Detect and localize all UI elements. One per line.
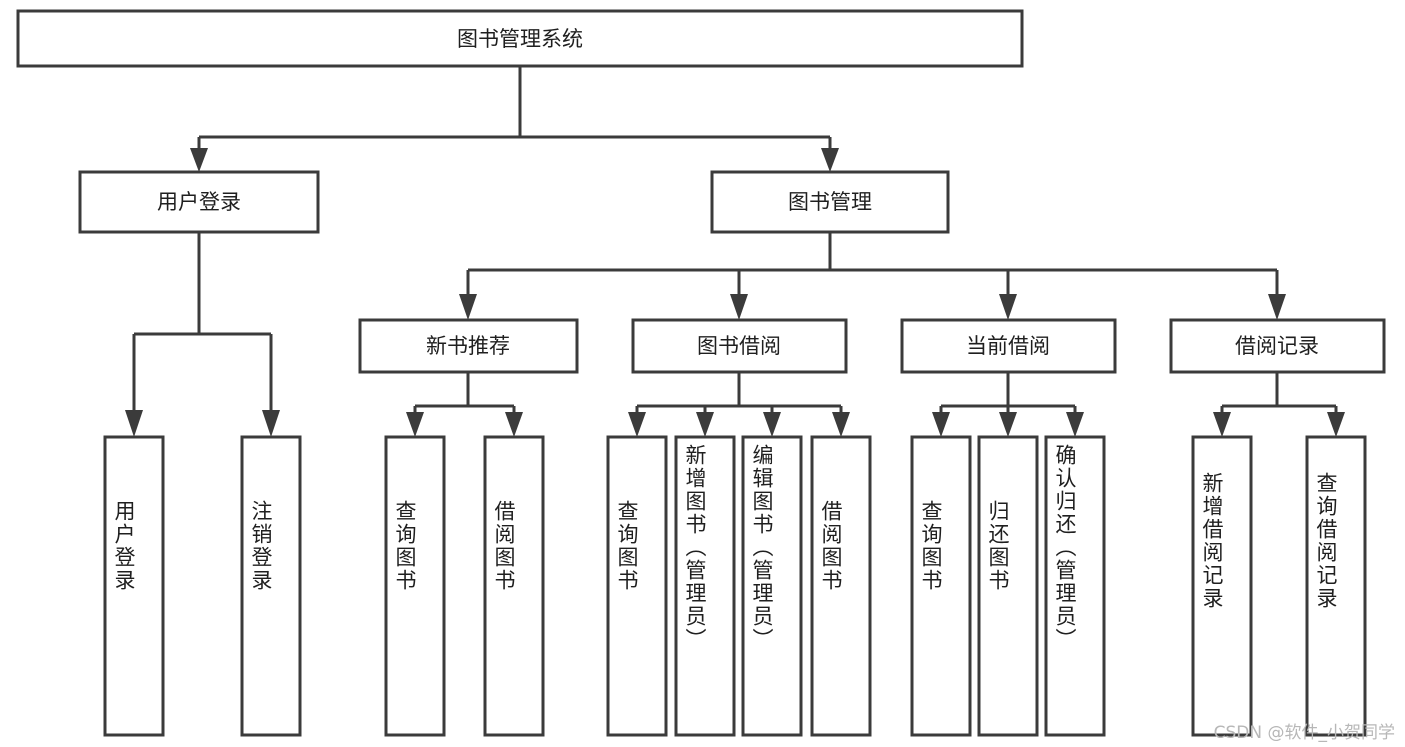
leaf-box-book-borrow-3[interactable] <box>741 435 803 737</box>
csdn-watermark: CSDN @软件_小贺同学 <box>1213 723 1395 743</box>
leaf-box-current-borrow-3[interactable] <box>1044 435 1106 737</box>
connector-group-user-login <box>125 232 280 437</box>
leaf-label-borrow-record-1: 新增借阅记录 <box>1200 472 1224 610</box>
node-user-login-label: 用户登录 <box>157 190 241 214</box>
connector-group-book-borrow <box>628 372 850 437</box>
leaf-label-new-book-2: 借阅图书 <box>492 500 516 592</box>
node-book-manage-label: 图书管理 <box>788 190 872 214</box>
arrow-root-to-user-login <box>190 148 208 172</box>
leaf-label-book-borrow-2: 新增图书（管理员） <box>683 444 707 651</box>
leaf-label-borrow-record-2: 查询借阅记录 <box>1314 472 1338 610</box>
arrow-book-manage-child-3 <box>999 294 1017 320</box>
leaf-box-current-borrow-2[interactable] <box>977 435 1039 737</box>
leaf-label-book-borrow-4: 借阅图书 <box>819 500 843 592</box>
arrow-user-login-leaf-2 <box>262 410 280 437</box>
leaf-label-book-borrow-1: 查询图书 <box>615 500 639 592</box>
leaf-box-book-borrow-4[interactable] <box>810 435 872 737</box>
leaf-box-user-login-1[interactable] <box>103 435 165 737</box>
leaf-label-current-borrow-2: 归还图书 <box>986 500 1010 592</box>
leaf-label-new-book-1: 查询图书 <box>393 500 417 592</box>
node-borrow-record-box[interactable] <box>1169 318 1386 374</box>
leaf-box-borrow-record-1[interactable] <box>1191 435 1253 737</box>
arrow-new-book-leaf-1 <box>406 412 424 437</box>
node-borrow-record-label: 借阅记录 <box>1235 334 1319 358</box>
node-new-book-recommend-box[interactable] <box>358 318 579 374</box>
arrow-book-borrow-leaf-4 <box>832 412 850 437</box>
arrow-new-book-leaf-2 <box>505 412 523 437</box>
connector-group-root <box>190 66 839 172</box>
node-root-label: 图书管理系统 <box>457 27 583 51</box>
arrow-book-borrow-leaf-1 <box>628 412 646 437</box>
node-user-login-box[interactable] <box>78 170 320 234</box>
node-root-box[interactable] <box>16 9 1024 68</box>
leaf-box-book-borrow-1[interactable] <box>606 435 668 737</box>
leaf-box-borrow-record-2[interactable] <box>1305 435 1367 737</box>
connector-group-current-borrow <box>932 372 1084 437</box>
connector-group-borrow-record <box>1213 372 1345 437</box>
leaf-label-current-borrow-3: 确认归还（管理员） <box>1053 444 1077 651</box>
leaf-box-book-borrow-2[interactable] <box>674 435 736 737</box>
arrow-book-manage-child-1 <box>459 294 477 320</box>
leaf-label-user-login-2: 注销登录 <box>249 500 273 592</box>
leaf-box-new-book-2[interactable] <box>483 435 545 737</box>
leaf-label-current-borrow-1: 查询图书 <box>919 500 943 592</box>
arrow-current-borrow-leaf-3 <box>1066 412 1084 437</box>
node-current-borrow-box[interactable] <box>900 318 1117 374</box>
leaf-label-user-login-1: 用户登录 <box>112 500 136 592</box>
leaf-label-book-borrow-3: 编辑图书（管理员） <box>750 444 774 651</box>
leaf-box-current-borrow-1[interactable] <box>910 435 972 737</box>
connector-group-book-manage <box>459 232 1286 320</box>
node-book-borrow-box[interactable] <box>631 318 848 374</box>
arrow-book-borrow-leaf-3 <box>763 412 781 437</box>
arrow-book-manage-child-4 <box>1268 294 1286 320</box>
arrow-root-to-book-manage <box>821 148 839 172</box>
node-new-book-recommend-label: 新书推荐 <box>426 334 510 358</box>
arrow-user-login-leaf-1 <box>125 410 143 437</box>
arrow-borrow-record-leaf-2 <box>1327 412 1345 437</box>
arrow-book-manage-child-2 <box>730 294 748 320</box>
connector-group-new-book-recommend <box>406 372 523 437</box>
leaf-box-new-book-1[interactable] <box>384 435 446 737</box>
arrow-borrow-record-leaf-1 <box>1213 412 1231 437</box>
arrow-book-borrow-leaf-2 <box>696 412 714 437</box>
leaf-box-user-login-2[interactable] <box>240 435 302 737</box>
arrow-current-borrow-leaf-1 <box>932 412 950 437</box>
node-book-borrow-label: 图书借阅 <box>697 334 781 358</box>
arrow-current-borrow-leaf-2 <box>999 412 1017 437</box>
node-current-borrow-label: 当前借阅 <box>966 334 1050 358</box>
node-book-manage-box[interactable] <box>710 170 950 234</box>
